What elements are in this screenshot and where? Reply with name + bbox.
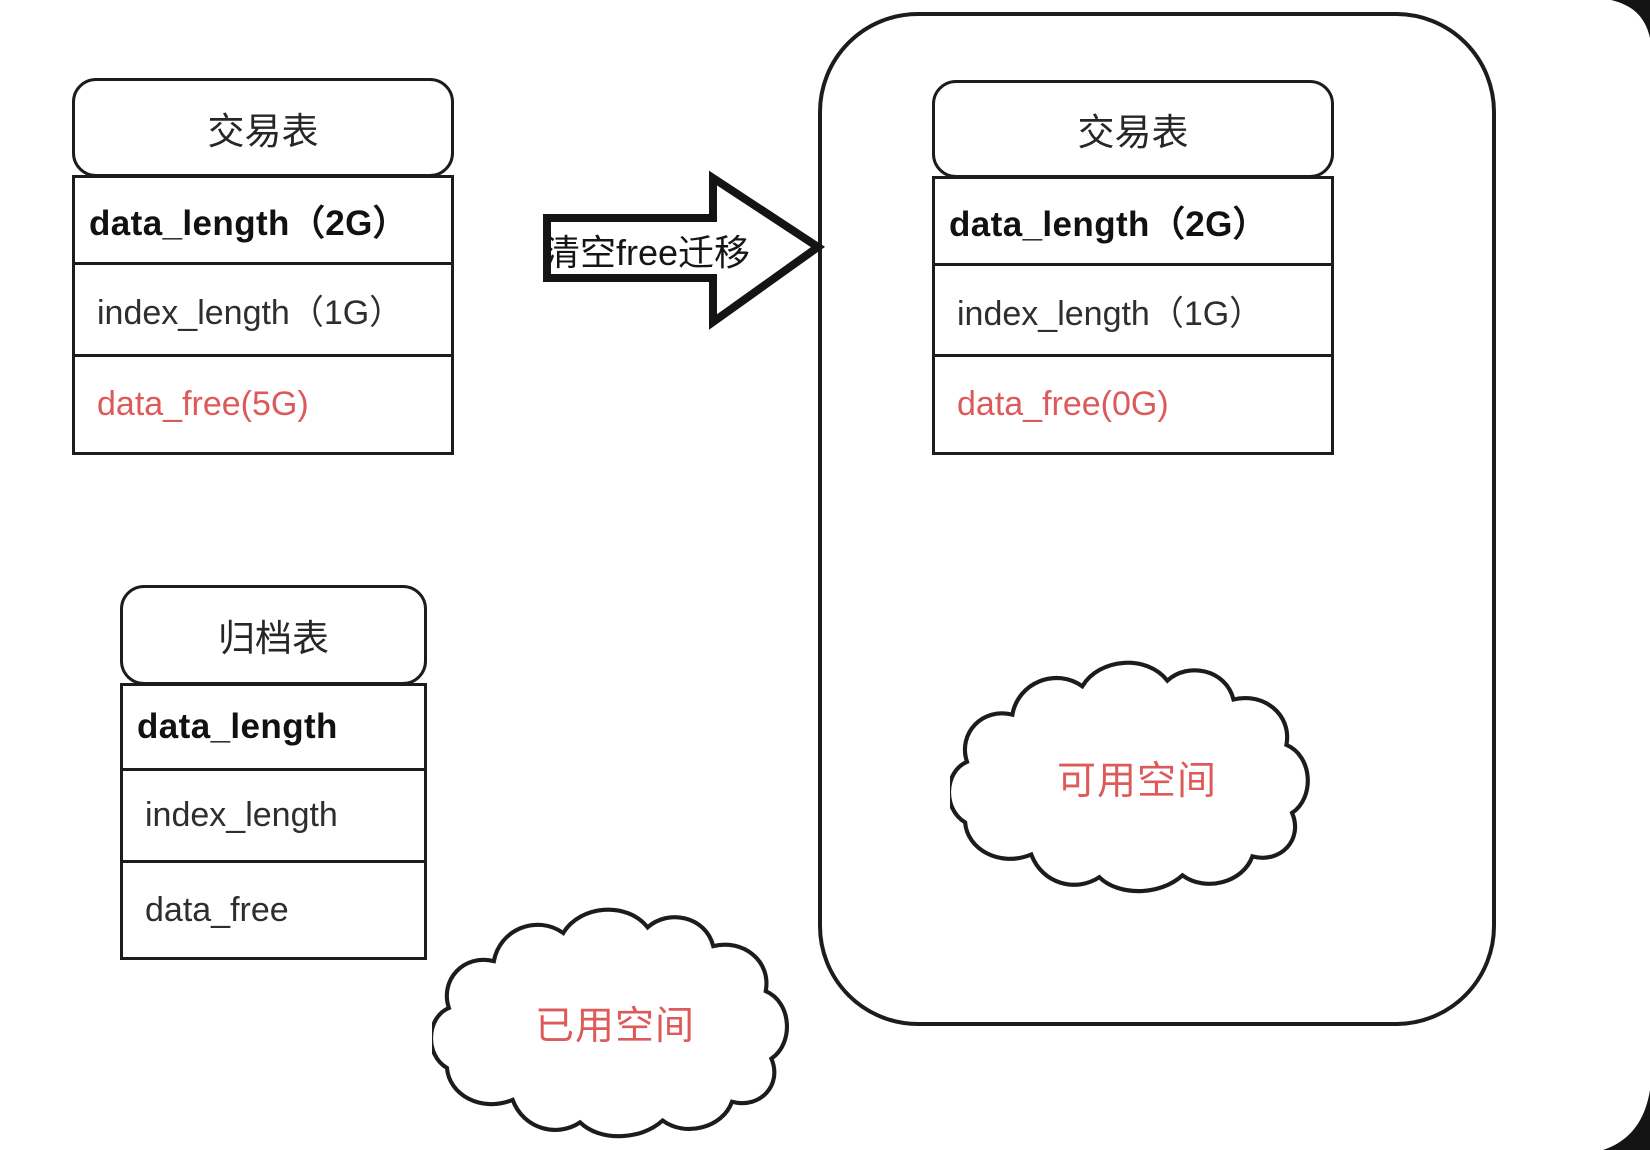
free-space-cloud-icon xyxy=(950,660,1310,894)
used-space-cloud-icon xyxy=(432,907,789,1139)
table-row-data-free: data_free(5G) xyxy=(75,357,451,452)
table-body: data_length index_length data_free xyxy=(120,683,427,960)
source-transaction-table: 交易表 data_length（2G） index_length（1G） dat… xyxy=(72,78,454,455)
table-row-index-length: index_length xyxy=(123,771,424,863)
target-transaction-table: 交易表 data_length（2G） index_length（1G） dat… xyxy=(932,80,1334,455)
screen-corner-bottom-right xyxy=(1603,1090,1650,1150)
table-row-data-length: data_length（2G） xyxy=(75,178,451,265)
table-row-data-length: data_length xyxy=(123,686,424,771)
table-row-data-free: data_free xyxy=(123,863,424,957)
table-title: 归档表 xyxy=(120,585,427,685)
arrow-label: 清空free迁移 xyxy=(544,232,751,273)
table-body: data_length（2G） index_length（1G） data_fr… xyxy=(932,176,1334,455)
table-title-text: 交易表 xyxy=(1077,112,1189,153)
table-row-data-free: data_free(0G) xyxy=(935,357,1331,452)
table-body: data_length（2G） index_length（1G） data_fr… xyxy=(72,175,454,455)
table-title: 交易表 xyxy=(932,80,1334,178)
used-space-label: 已用空间 xyxy=(534,1005,695,1048)
table-row-data-length: data_length（2G） xyxy=(935,179,1331,266)
table-title: 交易表 xyxy=(72,78,454,177)
screen-corner-top-right xyxy=(1611,0,1650,38)
table-title-text: 归档表 xyxy=(218,618,329,659)
migration-arrow-icon xyxy=(543,170,826,330)
table-title-text: 交易表 xyxy=(207,110,319,152)
table-row-index-length: index_length（1G） xyxy=(75,265,451,357)
archive-table: 归档表 data_length index_length data_free xyxy=(120,585,427,960)
free-space-label: 可用空间 xyxy=(1056,760,1217,803)
table-row-index-length: index_length（1G） xyxy=(935,266,1331,357)
